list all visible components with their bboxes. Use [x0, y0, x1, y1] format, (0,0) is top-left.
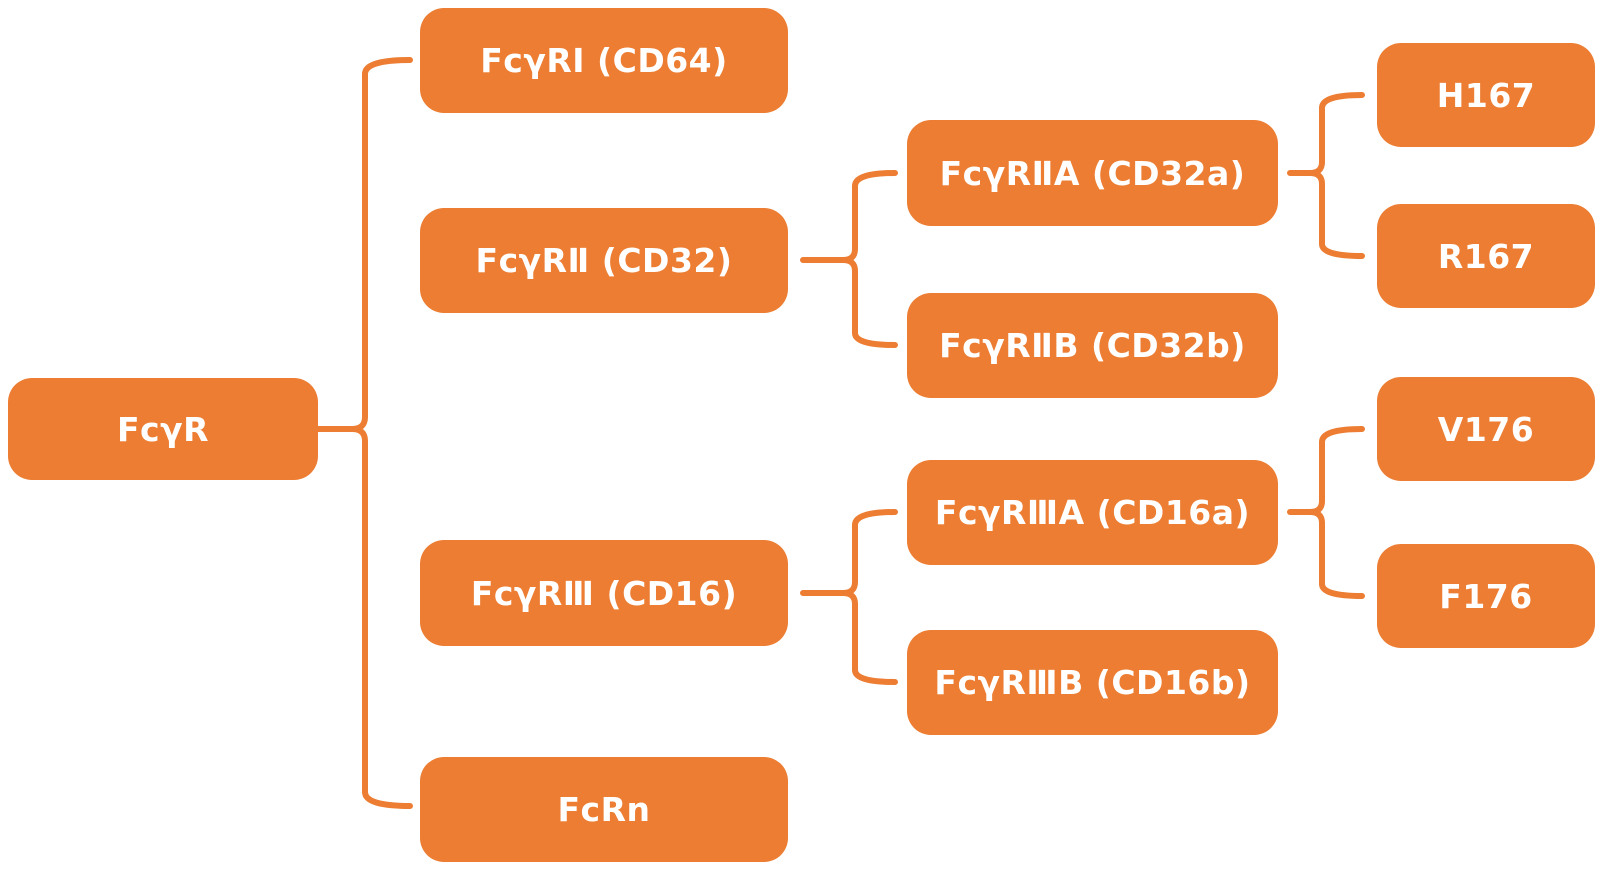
node-f176-label: F176 — [1439, 576, 1533, 616]
node-fcyr2-cd32-label: FcγRⅡ (CD32) — [475, 241, 733, 280]
node-fcyr2b-cd32b: FcγRⅡB (CD32b) — [907, 293, 1278, 398]
node-fcyr1-cd64-label: FcγRⅠ (CD64) — [480, 41, 728, 80]
connector-fcyr3a-to-alleles-brace — [1287, 426, 1365, 599]
node-fcrn: FcRn — [420, 757, 788, 862]
node-fcyr3a-cd16a-label: FcγRⅢA (CD16a) — [934, 493, 1251, 532]
node-r167: R167 — [1377, 204, 1595, 308]
node-fcyr2b-cd32b-label: FcγRⅡB (CD32b) — [939, 326, 1246, 365]
node-fcyr2a-cd32a-label: FcγRⅡA (CD32a) — [939, 153, 1246, 193]
node-f176: F176 — [1377, 544, 1595, 648]
connector-fcyr2-to-children-brace — [800, 170, 898, 348]
node-fcyr1-cd64: FcγRⅠ (CD64) — [420, 8, 788, 113]
node-fcrn-label: FcRn — [557, 790, 651, 829]
node-fcyr3a-cd16a: FcγRⅢA (CD16a) — [907, 460, 1278, 565]
node-fcyr2a-cd32a: FcγRⅡA (CD32a) — [907, 120, 1278, 226]
node-v176: V176 — [1377, 377, 1595, 481]
node-h167-label: H167 — [1436, 75, 1536, 115]
node-fcyr3b-cd16b: FcγRⅢB (CD16b) — [907, 630, 1278, 735]
connector-fcyr3-to-children-brace — [800, 509, 898, 685]
connector-fcyr-to-level2-brace — [315, 57, 413, 809]
connector-fcyr2a-to-alleles-brace — [1287, 92, 1365, 259]
node-r167-label: R167 — [1437, 236, 1535, 276]
node-fcyr3-cd16-label: FcγRⅢ (CD16) — [470, 573, 738, 613]
node-fcyr3-cd16: FcγRⅢ (CD16) — [420, 540, 788, 646]
node-fcyr-root: FcγR — [8, 378, 318, 480]
node-fcyr3b-cd16b-label: FcγRⅢB (CD16b) — [934, 663, 1251, 702]
node-fcyr-root-label: FcγR — [117, 409, 209, 449]
node-fcyr2-cd32: FcγRⅡ (CD32) — [420, 208, 788, 313]
node-v176-label: V176 — [1437, 409, 1535, 449]
node-h167: H167 — [1377, 43, 1595, 147]
